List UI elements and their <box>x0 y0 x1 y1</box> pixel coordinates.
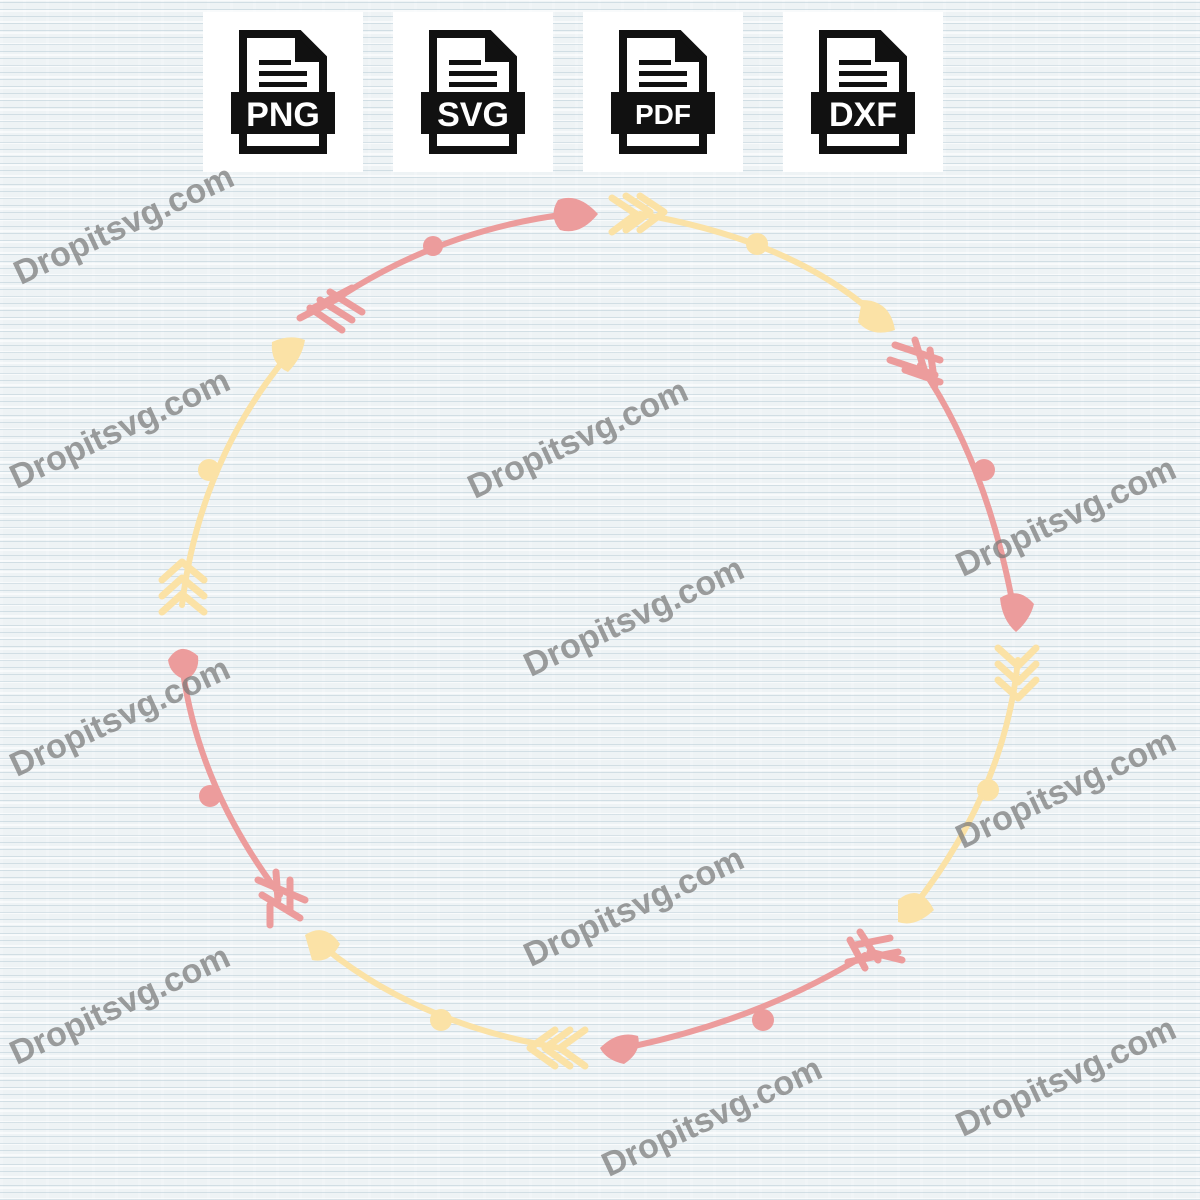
png-format-label: PNG <box>246 96 320 134</box>
cream-arrow-bottom-left <box>305 930 589 1070</box>
pink-arrow-left <box>168 648 309 929</box>
pink-arrow-bottom <box>600 928 906 1064</box>
cream-arrow-right-lower <box>898 644 1040 924</box>
pink-arrow-top <box>296 197 598 334</box>
pdf-file-icon: PDF <box>611 30 715 154</box>
pdf-format-label: PDF <box>635 99 691 130</box>
png-format-tile: PNG <box>203 12 363 172</box>
cream-arrow-top-right <box>608 192 895 333</box>
svg-format-label: SVG <box>437 96 509 134</box>
pink-arrow-right <box>886 336 1034 632</box>
svg-format-tile: SVG <box>393 12 553 172</box>
png-file-icon: PNG <box>231 30 335 154</box>
dxf-file-icon: DXF <box>811 30 915 154</box>
cream-arrow-left-upper <box>158 337 305 616</box>
dxf-format-tile: DXF <box>783 12 943 172</box>
pdf-format-tile: PDF <box>583 12 743 172</box>
file-format-badges: PNG SVG PDF <box>203 12 945 172</box>
dxf-format-label: DXF <box>829 96 897 134</box>
svg-file-icon: SVG <box>421 30 525 154</box>
